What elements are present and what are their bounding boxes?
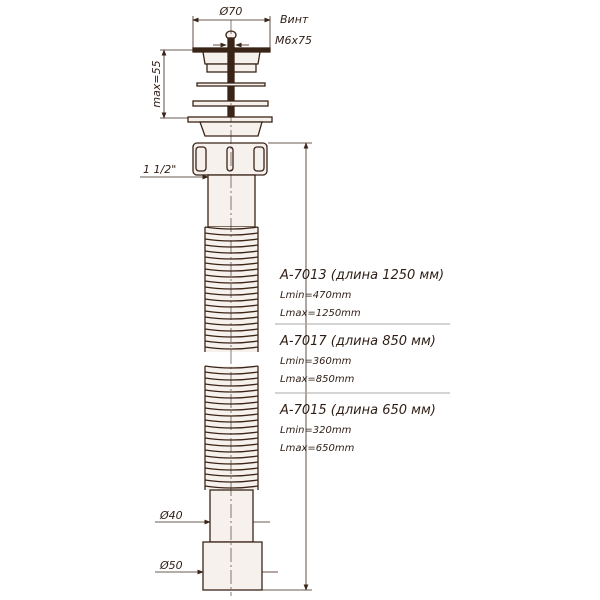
label-thread: 1 1/2": [143, 163, 176, 176]
model-lmax: Lmax=1250mm: [280, 308, 361, 319]
dimension-length: [262, 142, 312, 591]
model-lmin: Lmin=320mm: [280, 425, 352, 436]
drain-plug: [187, 30, 273, 137]
model-a7015: A-7015 (длина 650 мм) Lmin=320mm Lmax=65…: [279, 403, 436, 454]
model-lmin: Lmin=470mm: [280, 290, 352, 301]
union-nut: [192, 142, 268, 176]
outlet-pipe-50: [202, 541, 263, 591]
hose-rib: [204, 407, 259, 411]
dimension-max-55: [160, 49, 195, 119]
hose-rib: [204, 455, 259, 459]
model-title: A-7013 (длина 1250 мм): [279, 268, 444, 283]
model-lmin: Lmin=360mm: [280, 356, 352, 367]
label-max-55: max=55: [150, 60, 163, 107]
upper-pipe: [207, 174, 256, 228]
dimension-outlet: [155, 519, 278, 575]
model-lmax: Lmax=650mm: [280, 443, 355, 454]
dimension-diameter-70: [192, 16, 271, 48]
hose-rib: [204, 340, 259, 344]
label-screw: Винт: [280, 13, 309, 26]
label-screw-size: М6х75: [275, 34, 312, 47]
label-diameter-50: Ø50: [159, 559, 183, 572]
hose-rib: [204, 274, 259, 278]
hose-rib: [204, 346, 259, 350]
hose-rib: [204, 280, 259, 284]
corrugated-hose: [204, 226, 259, 490]
model-title: A-7017 (длина 850 мм): [279, 334, 436, 349]
hose-rib: [204, 389, 259, 393]
label-diameter-40: Ø40: [159, 509, 183, 522]
model-lmax: Lmax=850mm: [280, 374, 355, 385]
label-diameter-70: Ø70: [219, 5, 243, 18]
model-title: A-7015 (длина 650 мм): [279, 403, 436, 418]
model-a7013: A-7013 (длина 1250 мм) Lmin=470mm Lmax=1…: [279, 268, 444, 319]
outlet-pipe-40: [209, 489, 254, 543]
model-a7017: A-7017 (длина 850 мм) Lmin=360mm Lmax=85…: [279, 334, 436, 385]
hose-rib: [204, 473, 259, 477]
